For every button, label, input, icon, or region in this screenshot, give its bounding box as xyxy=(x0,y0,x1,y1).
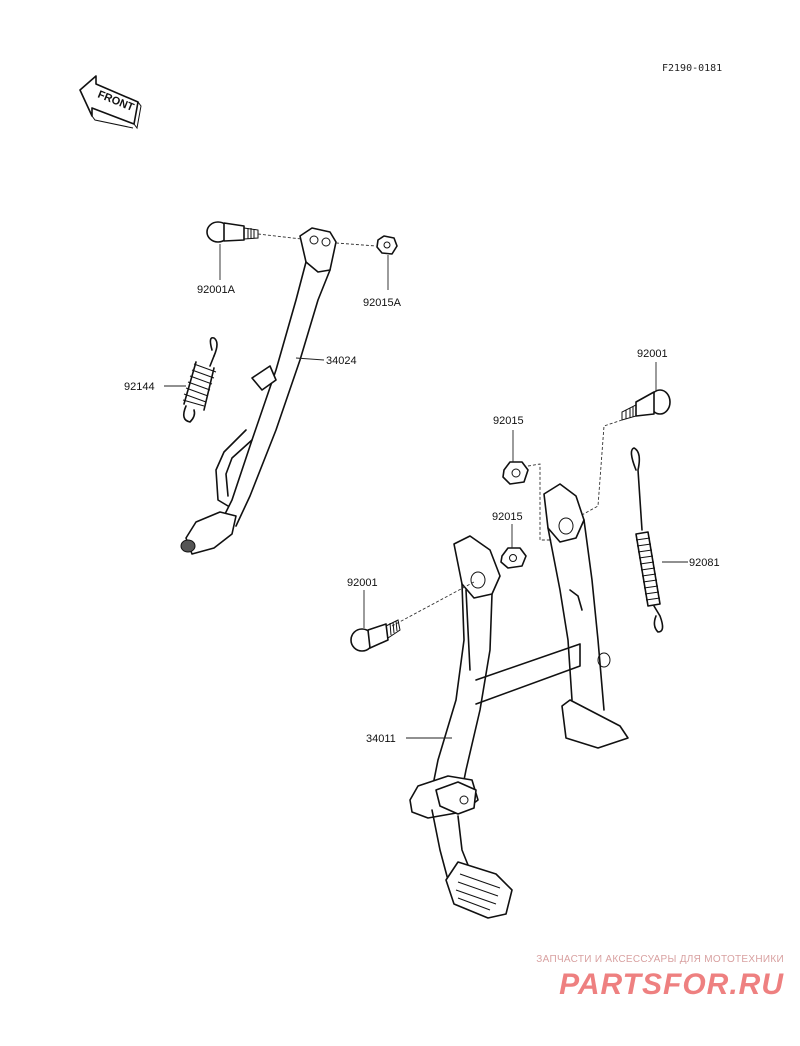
label-34011: 34011 xyxy=(366,733,396,745)
watermark-caption: ЗАПЧАСТИ И АКСЕССУАРЫ ДЛЯ МОТОТЕХНИКИ xyxy=(536,954,784,965)
side-stand-nut-92015a[interactable] xyxy=(335,235,398,255)
label-92001a: 92001A xyxy=(197,284,236,296)
label-92015-upper: 92015 xyxy=(493,415,524,427)
leader-34024 xyxy=(295,357,325,361)
side-stand-34024[interactable] xyxy=(180,227,337,555)
center-stand-nut-92015-lower[interactable] xyxy=(500,547,527,569)
center-stand-nut-92015-upper[interactable] xyxy=(502,461,529,485)
label-92144: 92144 xyxy=(124,381,155,393)
label-34024: 34024 xyxy=(326,355,357,367)
center-stand-spring-92081[interactable] xyxy=(630,447,664,633)
label-92001-upper: 92001 xyxy=(637,348,668,360)
center-stand-bolt-92001-upper[interactable] xyxy=(621,389,671,421)
label-92081: 92081 xyxy=(689,557,720,569)
label-92015-lower: 92015 xyxy=(492,511,523,523)
watermark-logo: PARTSFOR.RU xyxy=(559,968,784,1001)
front-arrow-icon: FRONT xyxy=(79,75,142,130)
center-stand-34011[interactable] xyxy=(409,483,629,919)
diagram-ref-code: F2190-0181 xyxy=(662,63,722,74)
center-stand-bolt-92001-lower[interactable] xyxy=(350,619,401,652)
side-stand-bolt-92001a[interactable] xyxy=(206,221,259,243)
label-92015a: 92015A xyxy=(363,297,402,309)
label-92001-lower: 92001 xyxy=(347,577,378,589)
side-stand-spring-92144[interactable] xyxy=(182,336,218,423)
